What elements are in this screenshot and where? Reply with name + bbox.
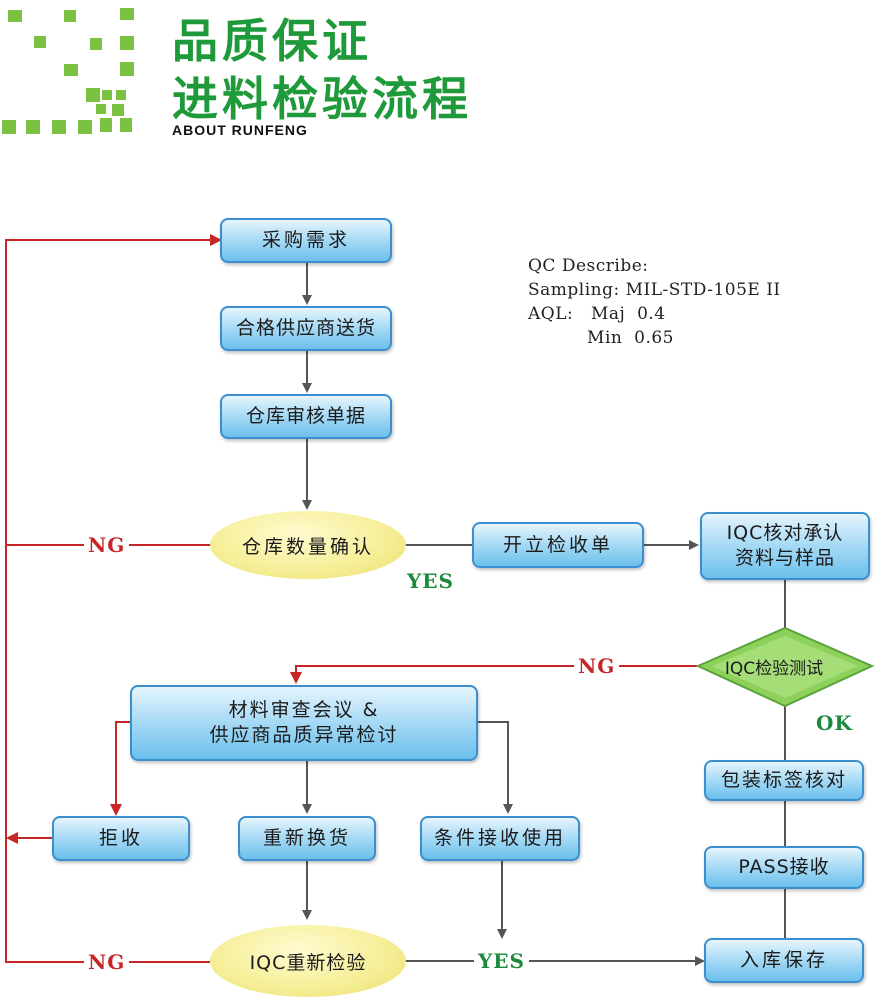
node-warehouse-qty-check: 仓库数量确认: [210, 511, 406, 579]
edge-label-ng-test: NG: [574, 654, 620, 678]
node-mrb-line1: 材料审查会议 &: [228, 699, 380, 722]
node-label-check: 包装标签核对: [704, 760, 864, 801]
node-mrb-review: 材料审查会议 & 供应商品质异常检讨: [130, 685, 478, 761]
node-iqc-reinspect: IQC重新检验: [210, 925, 406, 997]
node-store: 入库保存: [704, 938, 864, 983]
node-replace: 重新换货: [238, 816, 376, 861]
node-iqc-verify-line1: IQC核对承认: [726, 522, 844, 545]
connector-mrb-to-conditional: [478, 721, 513, 814]
node-warehouse-audit: 仓库审核单据: [220, 394, 392, 439]
qc-note-line4: Min 0.65: [528, 328, 674, 348]
page-subtitle: ABOUT RUNFENG: [172, 122, 308, 138]
edge-label-yes-qty: YES: [403, 569, 458, 593]
node-reject: 拒收: [52, 816, 190, 861]
node-conditional-accept: 条件接收使用: [420, 816, 580, 861]
node-supplier-delivery: 合格供应商送货: [220, 306, 392, 351]
page-title-line1: 品质保证: [172, 14, 372, 68]
edge-label-ng-qty: NG: [84, 533, 130, 557]
edge-label-ok-test: OK: [812, 711, 857, 735]
node-pass-accept: PASS接收: [704, 846, 864, 889]
edge-label-ng-reinspect: NG: [84, 950, 130, 974]
node-iqc-verify-line2: 资料与样品: [734, 547, 835, 569]
edge-label-yes-reinspect: YES: [474, 949, 529, 973]
connector-mrb-to-reject: [110, 721, 130, 816]
qc-description-note: QC Describe: Sampling: MIL-STD-105E II A…: [528, 254, 781, 350]
node-iqc-test-label: IQC检验测试: [724, 658, 824, 679]
node-purchase-demand: 采购需求: [220, 218, 392, 263]
connector-test-ng-to-mrb: [290, 665, 697, 684]
qc-note-line3: AQL: Maj 0.4: [528, 304, 666, 324]
node-mrb-line2: 供应商品质异常检讨: [209, 724, 399, 746]
node-open-receipt: 开立检收单: [472, 522, 644, 568]
qc-note-line2: Sampling: MIL-STD-105E II: [528, 280, 781, 300]
page-title-line2: 进料检验流程: [172, 72, 472, 126]
node-iqc-verify: IQC核对承认 资料与样品: [700, 512, 870, 580]
qc-note-line1: QC Describe:: [528, 256, 649, 276]
